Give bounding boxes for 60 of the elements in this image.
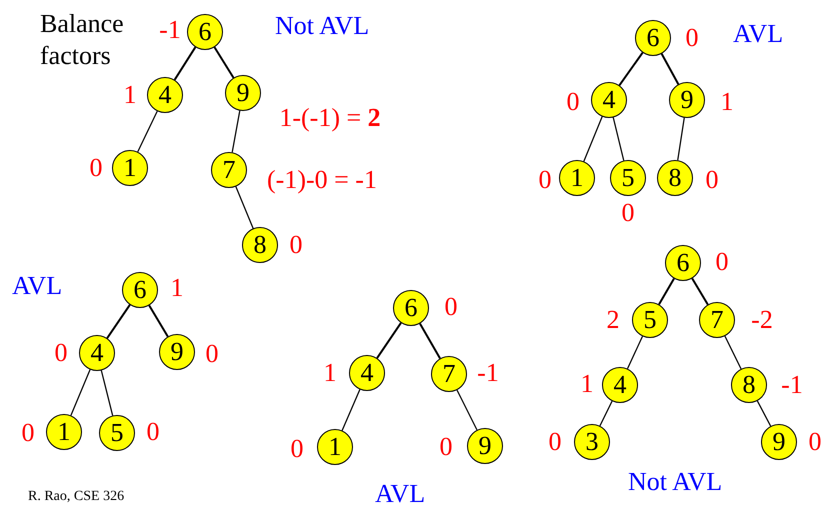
tree-verdict: AVL (12, 270, 62, 302)
balance-factor: 1 (324, 358, 336, 388)
balance-factor: 0 (444, 292, 458, 322)
tree-edge (137, 110, 158, 152)
tree-edge (599, 400, 613, 426)
balance-factor: 0 (54, 338, 68, 368)
balance-factor: 0 (538, 165, 552, 195)
tree-edge (235, 186, 254, 229)
balance-factor: 1-(-1) = 2 (279, 103, 381, 133)
tree-edge (627, 336, 643, 369)
balance-factor: 0 (146, 417, 160, 447)
balance-factor: 0 (566, 87, 580, 117)
balance-factor: 1 (124, 80, 136, 110)
tree-edge (419, 323, 441, 359)
tree-edge (618, 52, 644, 86)
tree-edge (756, 400, 772, 426)
tree-edge (214, 46, 234, 78)
balance-factor: -1 (781, 370, 803, 400)
balance-factor: -1 (159, 15, 181, 45)
tree-edge (100, 370, 114, 416)
balance-factor: 0 (440, 432, 452, 462)
tree-verdict: AVL (733, 18, 784, 50)
balance-factor: 0 (206, 339, 218, 369)
tree-edge (148, 304, 169, 338)
tree-verdict: AVL (375, 478, 426, 510)
tree-verdict: Not AVL (628, 466, 722, 498)
tree-edge (583, 116, 603, 162)
balance-factor: 1 (170, 273, 184, 303)
balance-factor: 0 (622, 198, 634, 228)
tree-edge (70, 369, 91, 416)
tree-edge (677, 118, 685, 160)
tree-edge (106, 304, 131, 339)
balance-factor: 1 (720, 87, 734, 117)
tree-edge (660, 53, 680, 85)
caption-text: Balance factors (40, 8, 125, 72)
balance-factor: 0 (808, 427, 822, 457)
balance-factor: 1 (580, 369, 594, 399)
balance-factor: 0 (686, 23, 698, 53)
tree-edge (658, 278, 675, 305)
balance-factor: 2 (606, 305, 620, 335)
balance-factor: 0 (290, 230, 302, 260)
tree-edge (342, 389, 360, 431)
tree-verdict: Not AVL (275, 10, 370, 42)
tree-edge (691, 278, 709, 306)
balance-factor: -2 (751, 305, 773, 335)
tree-edge (724, 336, 742, 370)
balance-factor: (-1)-0 = -1 (267, 165, 377, 195)
tree-edge (174, 46, 196, 80)
balance-factor: 0 (90, 153, 102, 183)
tree-edge (232, 110, 240, 152)
balance-factor: 0 (22, 418, 34, 448)
balance-factor: 0 (706, 165, 718, 195)
balance-factor: 0 (548, 427, 562, 457)
footer-text: R. Rao, CSE 326 (28, 488, 124, 506)
balance-factor: 0 (290, 434, 304, 464)
balance-factor: -1 (477, 358, 499, 388)
tree-edge (456, 390, 478, 430)
tree-edge (376, 322, 402, 359)
tree-edge (612, 117, 624, 161)
balance-factor: 0 (716, 247, 728, 277)
